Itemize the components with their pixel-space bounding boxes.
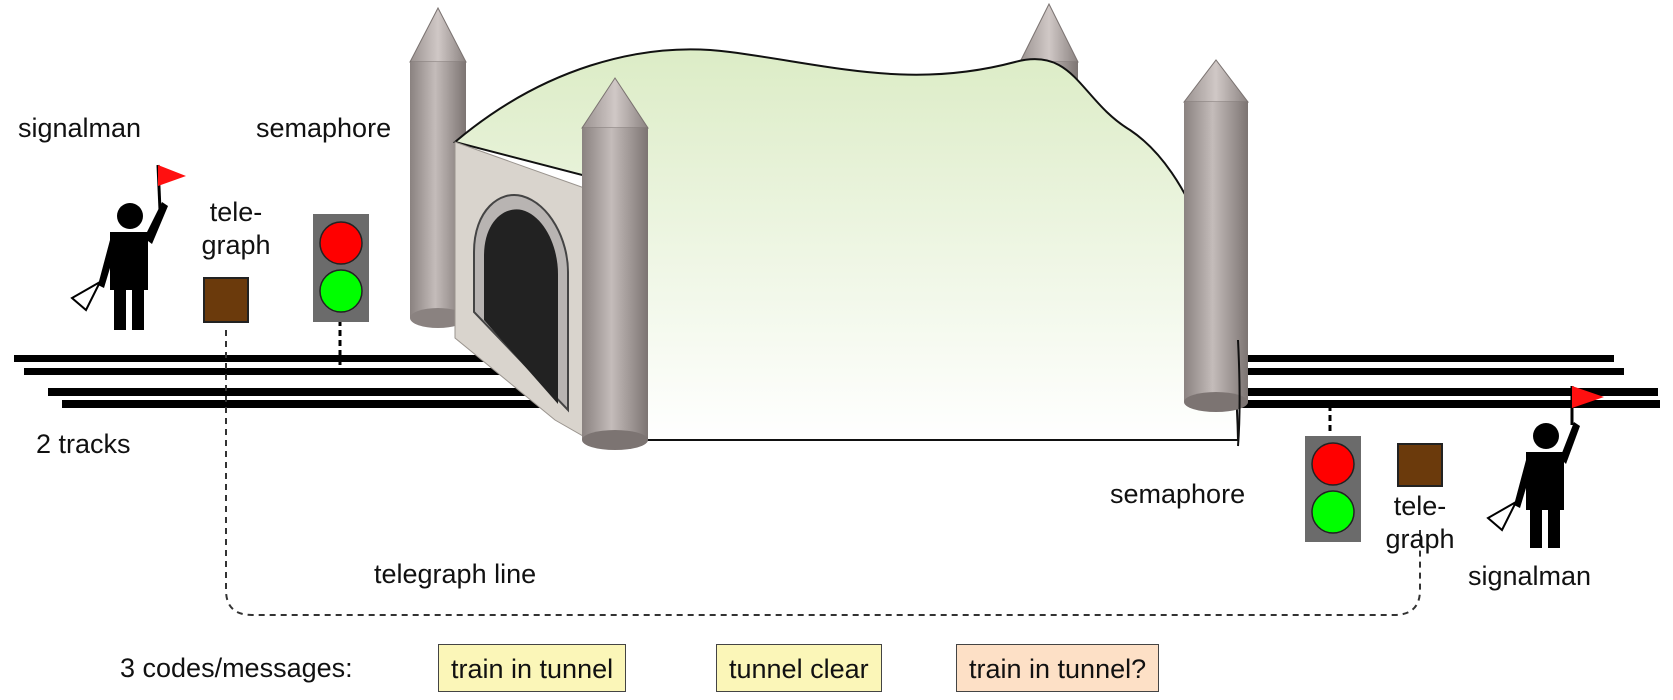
signalman-left-figure xyxy=(70,164,186,330)
tracks-label: 2 tracks xyxy=(36,429,131,459)
semaphore-left-green-light xyxy=(319,269,363,313)
telegraph-right-label-line1: tele- xyxy=(1393,491,1447,521)
flag-right-icon xyxy=(1572,386,1604,408)
semaphore-right-green-light xyxy=(1311,490,1355,534)
tower-front-left xyxy=(581,77,649,450)
tower-front-right xyxy=(1182,59,1250,412)
telegraph-left-label: tele- graph xyxy=(196,196,276,262)
telegraph-right-label: tele- graph xyxy=(1380,490,1460,556)
signalman-right-label: signalman xyxy=(1468,561,1592,591)
semaphore-left-label: semaphore xyxy=(256,113,392,143)
codes-heading: 3 codes/messages: xyxy=(120,653,353,683)
signalman-right-figure xyxy=(1486,386,1604,548)
semaphore-left xyxy=(313,214,369,322)
message-train-in-tunnel: train in tunnel xyxy=(438,644,627,692)
semaphore-right-red-light xyxy=(1311,442,1355,486)
telegraph-line-wire xyxy=(225,330,1421,616)
hill-right-edge xyxy=(1237,339,1241,447)
semaphore-left-red-light xyxy=(319,221,363,265)
flag-white-left-icon xyxy=(70,279,103,312)
semaphore-right xyxy=(1305,436,1361,542)
flag-left-icon xyxy=(158,165,186,186)
tunnel-opening xyxy=(484,209,558,404)
telegraph-left-box xyxy=(203,277,249,323)
semaphore-right-label: semaphore xyxy=(1110,479,1246,509)
flag-white-right-icon xyxy=(1486,499,1519,532)
telegraph-line-label: telegraph line xyxy=(374,559,537,589)
tunnel-portal xyxy=(454,141,591,441)
telegraph-right-label-line2: graph xyxy=(1385,524,1455,554)
telegraph-left-label-line2: graph xyxy=(201,230,271,260)
signalman-left-label: signalman xyxy=(18,113,142,143)
telegraph-right-box xyxy=(1397,443,1443,487)
telegraph-left-label-line1: tele- xyxy=(209,197,263,227)
message-train-in-tunnel-query: train in tunnel? xyxy=(956,644,1160,692)
message-tunnel-clear: tunnel clear xyxy=(716,644,882,692)
